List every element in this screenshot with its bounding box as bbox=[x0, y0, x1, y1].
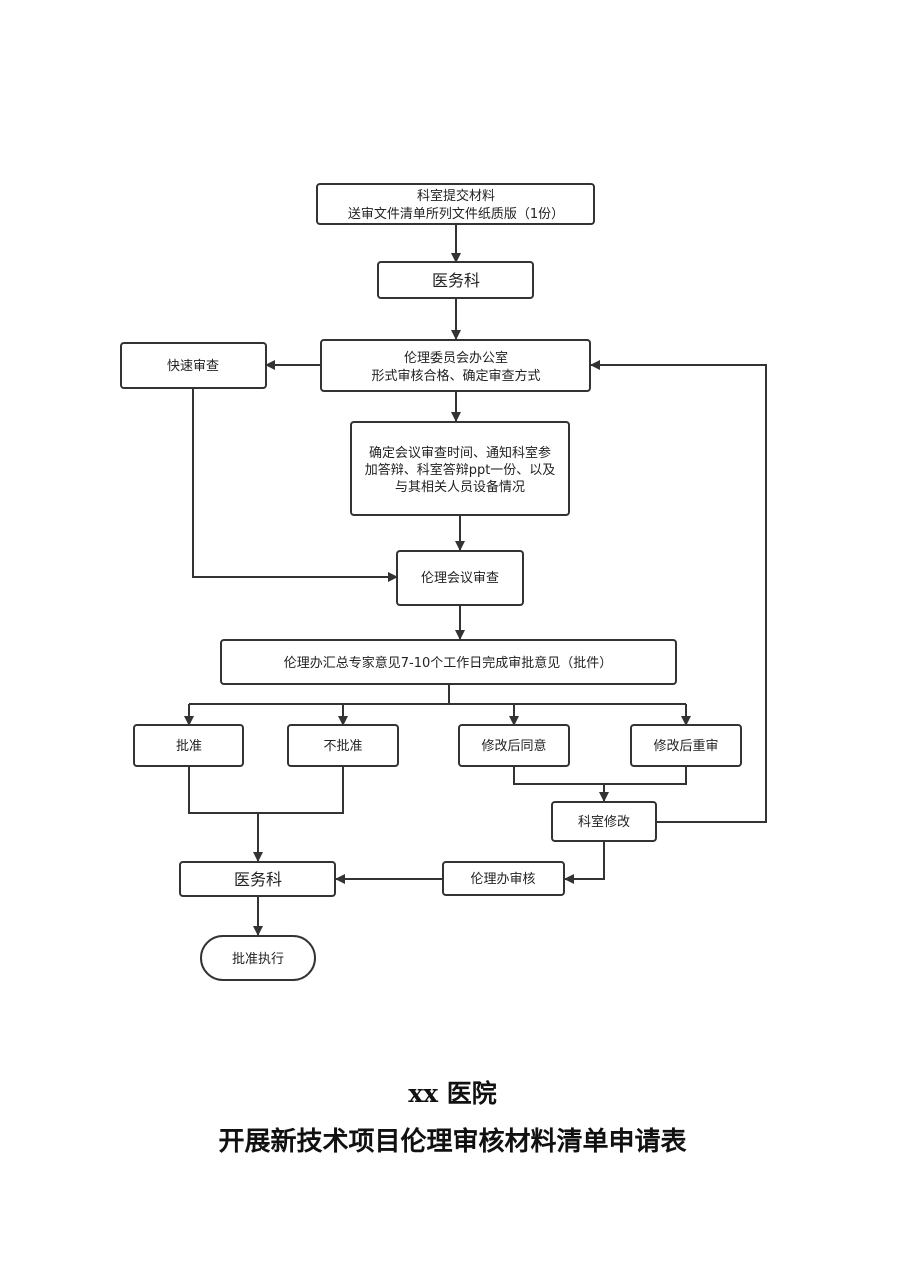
node-ethics-audit: 伦理办审核 bbox=[442, 861, 565, 896]
hospital-name: xx 医院 bbox=[408, 1079, 497, 1108]
node-medical-dept-label: 医务科 bbox=[432, 271, 480, 290]
edge-dept-modify-to-office bbox=[590, 360, 767, 823]
node-ethics-office: 伦理委员会办公室 形式审核合格、确定审查方式 bbox=[320, 339, 591, 392]
node-meeting-review: 伦理会议审查 bbox=[396, 550, 524, 606]
node-quick-review-label: 快速审查 bbox=[167, 359, 219, 374]
node-submit-line-1: 科室提交材料 bbox=[417, 188, 495, 204]
node-quick-review: 快速审查 bbox=[120, 342, 267, 389]
node-schedule: 确定会议审查时间、通知科室参 加答辩、科室答辩ppt一份、以及 与其相关人员设备… bbox=[350, 421, 570, 516]
edge-approve-reject-merge bbox=[188, 766, 344, 814]
node-reject-label: 不批准 bbox=[323, 739, 362, 754]
node-summary-label: 伦理办汇总专家意见7-10个工作日完成审批意见（批件） bbox=[284, 655, 613, 671]
node-medical-dept: 医务科 bbox=[377, 261, 534, 299]
edge-quick-to-meeting bbox=[192, 388, 398, 582]
node-modify-approve-label: 修改后同意 bbox=[481, 738, 546, 754]
node-approve: 批准 bbox=[133, 724, 244, 767]
node-modify-rereview-label: 修改后重审 bbox=[653, 738, 718, 754]
edge-modify-merge bbox=[513, 766, 687, 785]
node-submit: 科室提交材料 送审文件清单所列文件纸质版（1份） bbox=[316, 183, 595, 225]
node-dept-modify-label: 科室修改 bbox=[578, 814, 630, 830]
node-ethics-office-line-1: 伦理委员会办公室 bbox=[404, 350, 508, 366]
node-dept-modify: 科室修改 bbox=[551, 801, 657, 842]
form-title: 开展新技术项目伦理审核材料清单申请表 bbox=[218, 1127, 687, 1157]
node-submit-line-2: 送审文件清单所列文件纸质版（1份） bbox=[348, 207, 564, 222]
node-summary: 伦理办汇总专家意见7-10个工作日完成审批意见（批件） bbox=[220, 639, 677, 685]
node-execute: 批准执行 bbox=[200, 935, 316, 981]
node-meeting-review-label: 伦理会议审查 bbox=[421, 571, 499, 586]
ethics-review-flowchart: 科室提交材料 送审文件清单所列文件纸质版（1份） 医务科 伦理委员会办公室 形式… bbox=[120, 183, 767, 981]
node-ethics-office-line-2: 形式审核合格、确定审查方式 bbox=[371, 368, 540, 384]
edges bbox=[184, 224, 767, 936]
node-reject: 不批准 bbox=[287, 724, 399, 767]
node-medical-dept-2: 医务科 bbox=[179, 861, 336, 897]
node-approve-label: 批准 bbox=[176, 739, 202, 754]
node-medical-dept-2-label: 医务科 bbox=[234, 870, 282, 889]
node-execute-label: 批准执行 bbox=[232, 952, 284, 967]
node-modify-rereview: 修改后重审 bbox=[630, 724, 742, 767]
edge-summary-branch bbox=[189, 684, 686, 705]
node-schedule-line-3: 与其相关人员设备情况 bbox=[395, 479, 525, 495]
node-schedule-line-2: 加答辩、科室答辩ppt一份、以及 bbox=[365, 462, 556, 478]
node-schedule-line-1: 确定会议审查时间、通知科室参 bbox=[369, 445, 551, 461]
edge-dept-modify-to-audit bbox=[564, 841, 605, 884]
node-ethics-audit-label: 伦理办审核 bbox=[470, 872, 535, 887]
node-modify-approve: 修改后同意 bbox=[458, 724, 570, 767]
